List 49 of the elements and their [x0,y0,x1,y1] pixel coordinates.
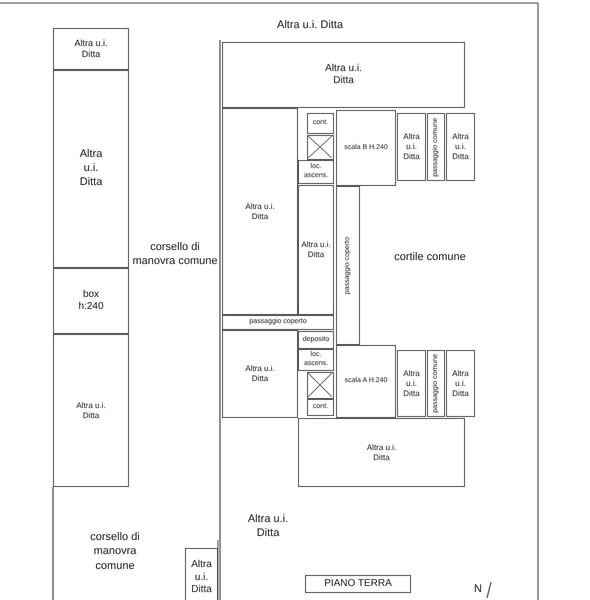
room-outline [397,350,426,417]
room-outline [222,315,334,330]
room-label: Altra u.i. Ditta [451,132,470,162]
room-outline [427,350,445,417]
room-outline [53,268,129,334]
room-label: box h:240 [77,288,105,314]
room-outline [298,331,334,349]
area-label: corsello di manovra comune [89,530,141,573]
room-outline [336,186,360,345]
room-outline [222,42,465,108]
room-outline [53,334,129,487]
room-label: Altra u.i. Ditta [245,202,275,222]
area-label: cortile comune [393,250,467,264]
room-label: Altra u.i. Ditta [402,132,421,162]
room-outline [53,70,129,268]
room-label: PIANO TERRA [324,578,392,590]
area-label: Altra u.i. Ditta [276,18,344,32]
room-label: Altra u.i. Ditta [451,368,470,398]
room-label: Altra u.i. Ditta [366,442,396,462]
area-label: corsello di manovra comune [132,240,218,269]
room-label: Altra u.i. Ditta [301,240,331,260]
room-outline [397,113,426,181]
room-outline [446,350,475,417]
room-label: Altra u.i. Ditta [245,364,275,384]
area-label: N [473,582,483,596]
room-outline [185,548,218,600]
room-outline [298,418,465,487]
lift-shaft-box [307,135,334,160]
lift-shaft-box [307,372,334,399]
area-label: Altra u.i. Ditta [246,512,290,541]
room-label: Altra u.i. Ditta [76,400,106,420]
room-outline [336,345,396,418]
room-outline [307,113,334,134]
room-outline [305,575,411,593]
room-outline [53,28,129,70]
room-label: Altra u.i. Ditta [73,38,108,60]
room-outline [298,349,334,371]
room-outline [336,110,396,186]
room-outline [307,399,334,416]
room-outline [446,113,475,181]
room-label: Altra u.i. Ditta [78,148,104,190]
room-outline [298,185,334,315]
room-label: Altra u.i. Ditta [324,62,363,88]
room-outline [222,108,298,315]
room-outline [427,113,445,181]
room-outline [222,330,298,418]
room-outline [298,160,334,184]
room-label: Altra u.i. Ditta [190,559,213,597]
room-label: Altra u.i. Ditta [402,368,421,398]
